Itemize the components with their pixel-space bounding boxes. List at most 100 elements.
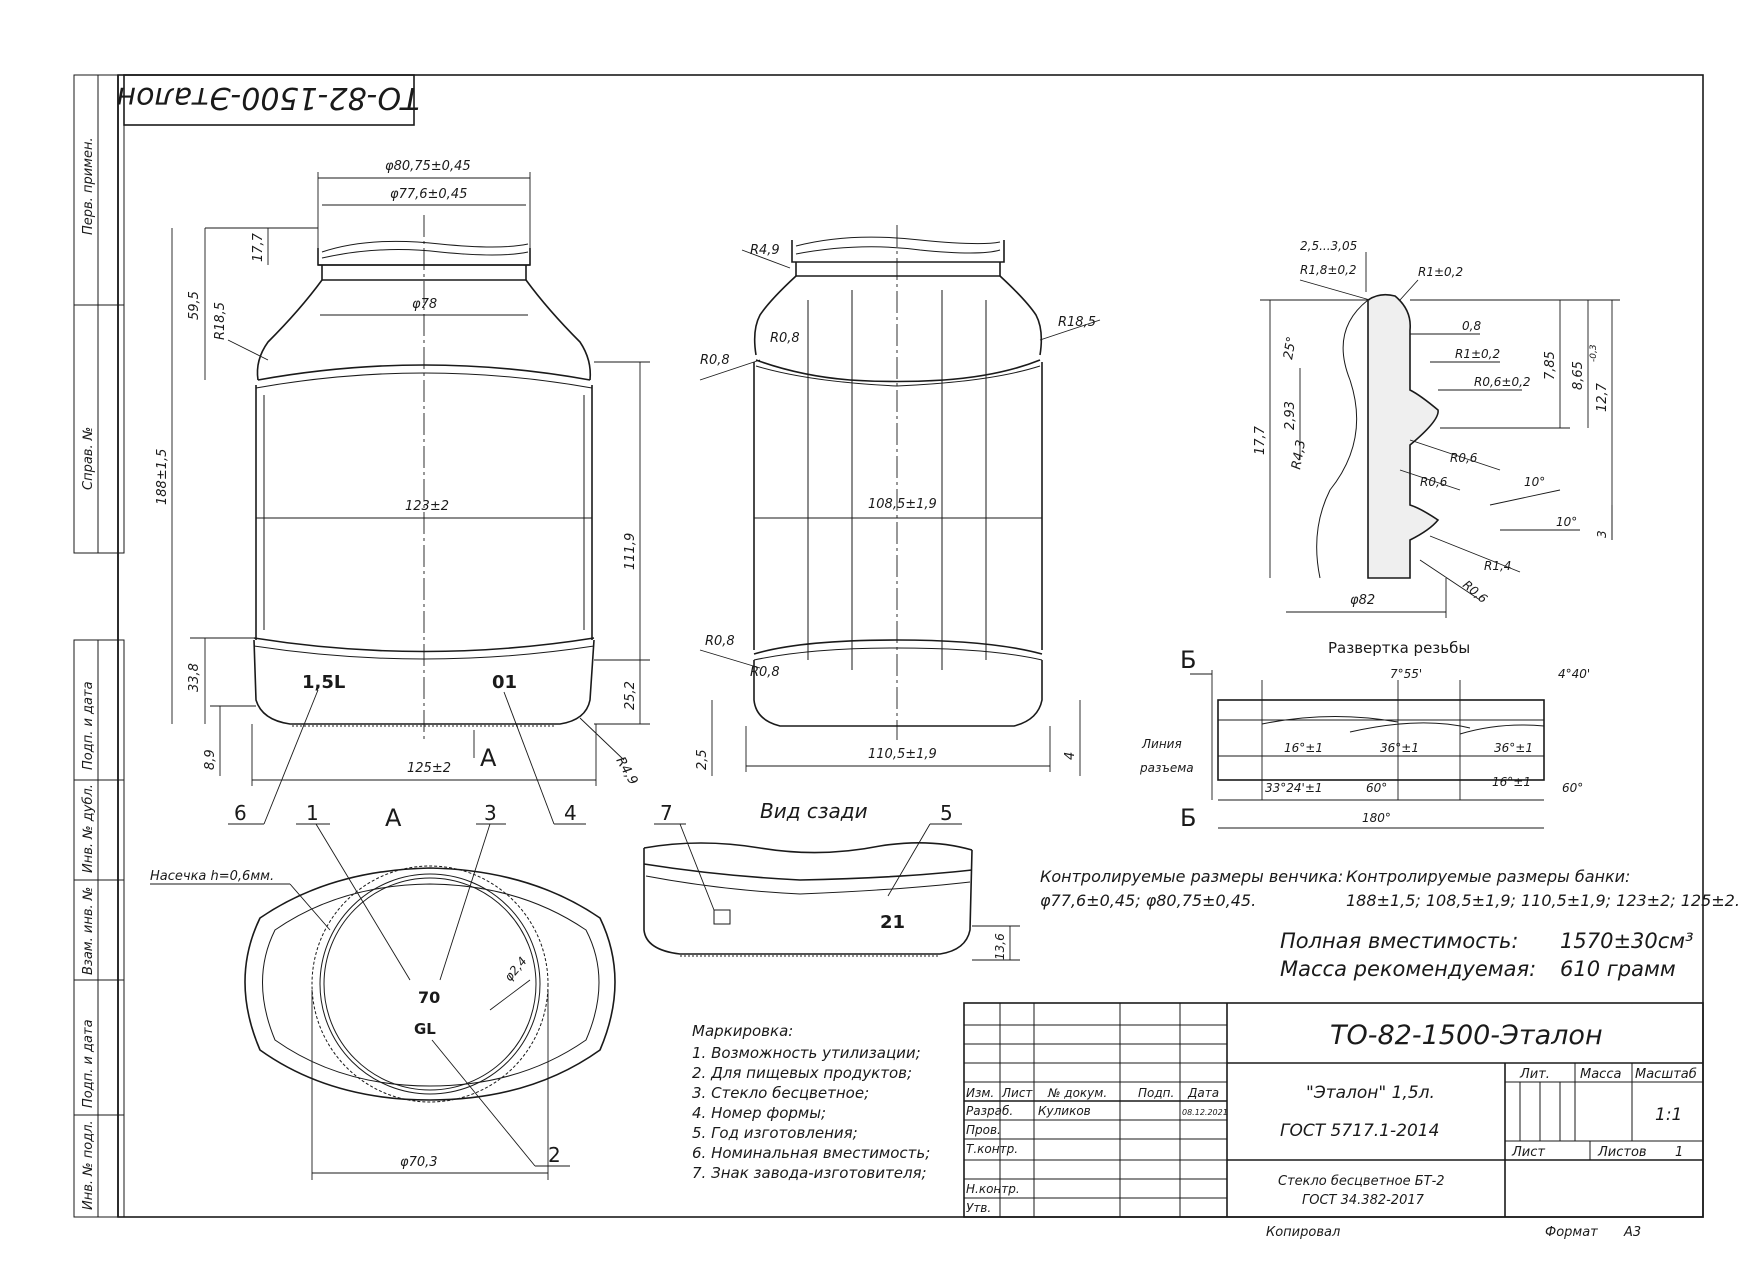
side-h-right: 4 [1063, 752, 1078, 760]
side-w-base: 110,5±1,9 [868, 747, 937, 762]
thread-title: Развертка резьбы [1328, 639, 1470, 657]
side-r-185: R18,5 [1058, 315, 1096, 330]
callout-7: 7 [654, 801, 715, 911]
side-r08-a: R0,8 [700, 353, 730, 368]
tb-row-tkontr: Т.контр. [966, 1142, 1018, 1156]
thread-ang-1: 7°55' [1390, 667, 1422, 681]
tb-masshtab: Масштаб [1635, 1067, 1697, 1082]
tb-razrab-name: Куликов [1038, 1104, 1091, 1118]
tb-lit: Лит. [1519, 1067, 1550, 1082]
profile-r2: R1±0,2 [1418, 265, 1463, 279]
tb-format-value: А3 [1623, 1225, 1641, 1240]
profile-ang-10a: 10° [1524, 475, 1545, 489]
side-w-body: 108,5±1,9 [868, 497, 937, 512]
strip-sprav-no: Справ. № [81, 427, 96, 490]
callout-3-label: 3 [484, 801, 497, 825]
thread-d60-b: 60° [1562, 781, 1583, 795]
mass-value: 610 грамм [1560, 957, 1676, 981]
bottom-mark-gl: GL [414, 1020, 436, 1038]
callout-2: 2 [431, 1039, 570, 1167]
front-h-body: 111,9 [623, 533, 638, 570]
tb-col-list: Лист [1001, 1086, 1033, 1100]
marking-item-5: 5. Год изготовления; [692, 1124, 858, 1142]
profile-h-177: 17,7 [1253, 425, 1268, 455]
profile-h-127: 12,7 [1595, 382, 1610, 412]
callout-4: 4 [503, 691, 586, 825]
front-h-shoulder: 59,5 [187, 291, 202, 320]
capacity-block: Полная вместимость: 1570±30см³ Масса рек… [1280, 929, 1694, 981]
jar-title: Контролируемые размеры банки: [1346, 867, 1630, 886]
marking-item-4: 4. Номер формы; [692, 1104, 826, 1122]
tb-col-doc: № докум. [1047, 1086, 1107, 1100]
front-w-base: 125±2 [407, 761, 451, 776]
tb-massa: Масса [1580, 1067, 1621, 1082]
callout-5: 5 [887, 801, 962, 897]
strip-inv-podl: Инв. № подл. [81, 1120, 96, 1210]
callout-7-label: 7 [660, 801, 673, 825]
mass-label: Масса рекомендуемая: [1280, 957, 1536, 981]
rear-h-136: 13,6 [993, 933, 1007, 960]
profile-h-3: 3 [1595, 530, 1609, 538]
tb-material-line2: ГОСТ 34.382-2017 [1302, 1193, 1425, 1208]
marking-item-6: 6. Номинальная вместимость; [692, 1144, 930, 1162]
profile-d-82: φ82 [1350, 593, 1375, 608]
strip-podp-data-2: Подп. и дата [81, 1019, 96, 1108]
profile-r06-c: R0,6 [1460, 578, 1490, 607]
tb-row-prov: Пров. [966, 1123, 1001, 1137]
front-label-mould: 01 [492, 672, 517, 693]
tb-name-line2: ГОСТ 5717.1-2014 [1280, 1121, 1439, 1141]
callout-4-label: 4 [564, 801, 577, 825]
callout-3: 3 [439, 801, 506, 981]
bottom-notch: Насечка h=0,6мм. [150, 869, 274, 884]
thread-development: Развертка резьбы Б Б 7°55' 4°40' Линия р… [1139, 639, 1590, 832]
tb-list: Лист [1511, 1145, 1545, 1160]
strip-inv-dubl: Инв. № дубл. [81, 784, 96, 873]
tb-col-podp: Подп. [1138, 1086, 1174, 1100]
jar-values: 188±1,5; 108,5±1,9; 110,5±1,9; 123±2; 12… [1346, 891, 1740, 910]
rotated-stamp: ТО-82-1500-Эталон [117, 74, 420, 126]
tb-col-data: Дата [1187, 1086, 1219, 1100]
stamp-designation: ТО-82-1500-Эталон [117, 80, 420, 115]
profile-r3: R1±0,2 [1455, 347, 1500, 361]
tb-format-label: Формат [1545, 1225, 1598, 1240]
tb-material-line1: Стекло бесцветное БТ-2 [1278, 1174, 1445, 1189]
strip-podp-data-1: Подп. и дата [81, 681, 96, 770]
rear-view-title: Вид сзади [760, 799, 868, 823]
profile-r-14: R1,4 [1484, 559, 1511, 573]
callout-1-label: 1 [306, 801, 319, 825]
profile-ang-10b: 10° [1556, 515, 1577, 529]
thread-section-bottom: Б [1180, 804, 1196, 832]
thread-d36-a: 36°±1 [1380, 741, 1419, 755]
tb-col-izm: Изм. [966, 1086, 994, 1100]
profile-r-43: R4,3 [1289, 439, 1309, 471]
marking-notes: Маркировка: 1. Возможность утилизации; 2… [692, 1022, 930, 1182]
front-h-bottom: 8,9 [203, 749, 218, 770]
thread-d33: 33°24'±1 [1265, 781, 1323, 795]
marking-item-2: 2. Для пищевых продуктов; [692, 1064, 912, 1082]
tb-listov: Листов [1597, 1145, 1647, 1160]
profile-h-785: 7,85 [1543, 351, 1558, 380]
callout-2-label: 2 [548, 1143, 561, 1167]
side-h-left: 2,5 [695, 749, 710, 770]
thread-d16-a: 16°±1 [1284, 741, 1323, 755]
profile-d08: 0,8 [1462, 319, 1481, 333]
marking-item-7: 7. Знак завода-изготовителя; [692, 1164, 927, 1182]
front-d-outer: φ80,75±0,45 [385, 159, 471, 174]
marking-item-1: 1. Возможность утилизации; [692, 1044, 921, 1062]
tb-row-utv: Утв. [966, 1201, 991, 1215]
title-block: Изм. Лист № докум. Подп. Дата Разраб. Ку… [963, 1002, 1704, 1240]
front-h-base2: 25,2 [623, 681, 638, 710]
bottom-view: А 70 GL φ70,3 φ2,4 Насечка h=0,6мм. 1 2 … [150, 689, 962, 1180]
bottom-d-703: φ70,3 [400, 1155, 438, 1170]
side-r-top: R4,9 [750, 243, 780, 258]
strip-vzam-inv: Взам. инв. № [81, 887, 96, 975]
front-r-shoulder: R18,5 [213, 302, 228, 340]
profile-r06-b: R0,6 [1420, 475, 1448, 489]
callout-5-label: 5 [940, 801, 953, 825]
capacity-value: 1570±30см³ [1560, 929, 1694, 953]
tb-listov-value: 1 [1675, 1145, 1683, 1160]
front-w-body: 123±2 [405, 499, 449, 514]
callout-6-label: 6 [234, 801, 247, 825]
marking-title: Маркировка: [692, 1022, 793, 1040]
